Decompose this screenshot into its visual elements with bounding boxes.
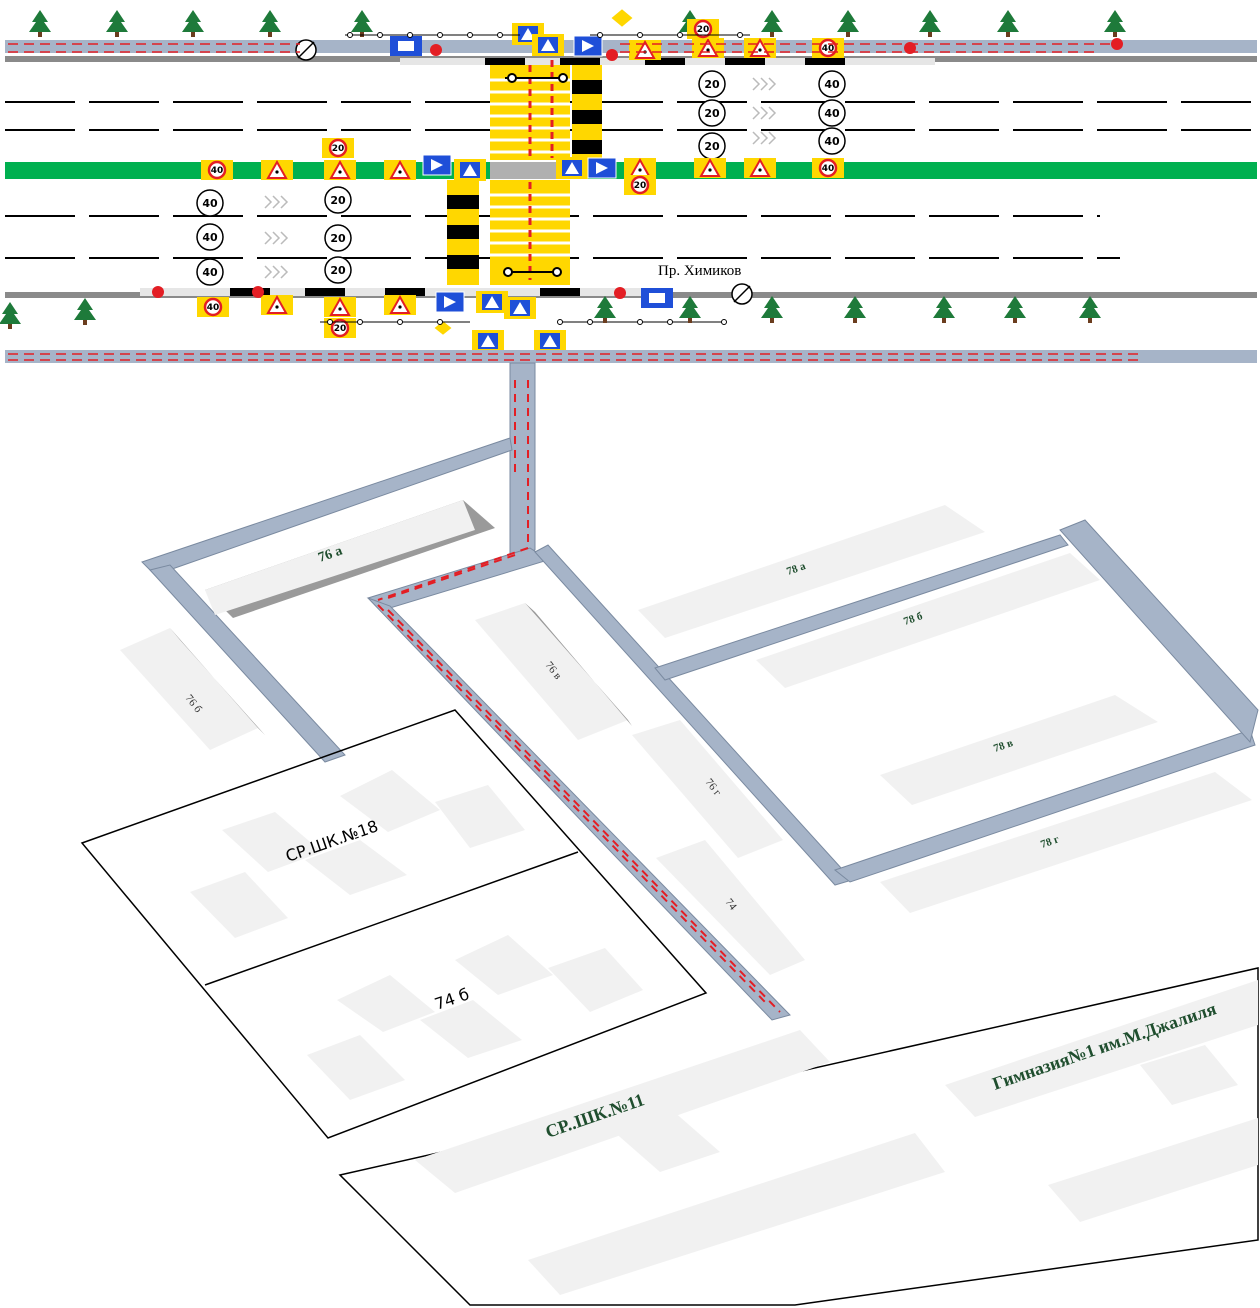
lane-speed-20: 20 — [704, 140, 720, 153]
sign-speed-20: 20 — [697, 25, 710, 35]
buildings — [120, 500, 1258, 1295]
sign-speed-40: 40 — [822, 164, 835, 174]
bottom-tree-row — [0, 296, 1101, 329]
lane-speed-40: 40 — [202, 266, 218, 279]
fences — [320, 32, 750, 325]
building-label-78g: 78 г — [1039, 833, 1061, 850]
sign-speed-20: 20 — [334, 324, 347, 334]
top-tree-row — [29, 10, 1126, 37]
lane-speed-20: 20 — [330, 194, 346, 207]
lane-speed-20: 20 — [704, 107, 720, 120]
lane-speed-20: 20 — [330, 232, 346, 245]
road-label: Пр. Химиков — [658, 263, 741, 279]
lane-speed-40: 40 — [202, 197, 218, 210]
bicycle-marker — [503, 73, 568, 277]
sign-speed-40: 40 — [207, 303, 220, 313]
crossing-route — [528, 60, 554, 280]
walking-route — [377, 380, 781, 1013]
lane-speed-40: 40 — [824, 135, 840, 148]
lane-speed-40: 40 — [824, 107, 840, 120]
sign-speed-20: 20 — [332, 144, 345, 154]
north-lane-markings — [698, 70, 846, 160]
sign-speed-20: 20 — [634, 181, 647, 191]
school-plots — [80, 709, 1259, 1306]
north-carriageway — [5, 101, 1257, 131]
lane-speed-20: 20 — [330, 264, 346, 277]
service-road-routes — [8, 43, 1140, 361]
pedestrian-crossing-north — [490, 65, 602, 160]
lane-speed-40: 40 — [824, 78, 840, 91]
top-signs — [295, 6, 846, 61]
sign-speed-40: 40 — [211, 166, 224, 176]
access-road — [509, 362, 536, 556]
lane-speed-40: 40 — [202, 231, 218, 244]
sign-speed-40: 40 — [822, 44, 835, 54]
priority-road-sign-icon — [608, 6, 636, 30]
south-lane-markings — [196, 186, 352, 286]
lower-service-road — [5, 350, 1257, 363]
lane-speed-20: 20 — [704, 78, 720, 91]
bottom-signs — [195, 283, 753, 352]
